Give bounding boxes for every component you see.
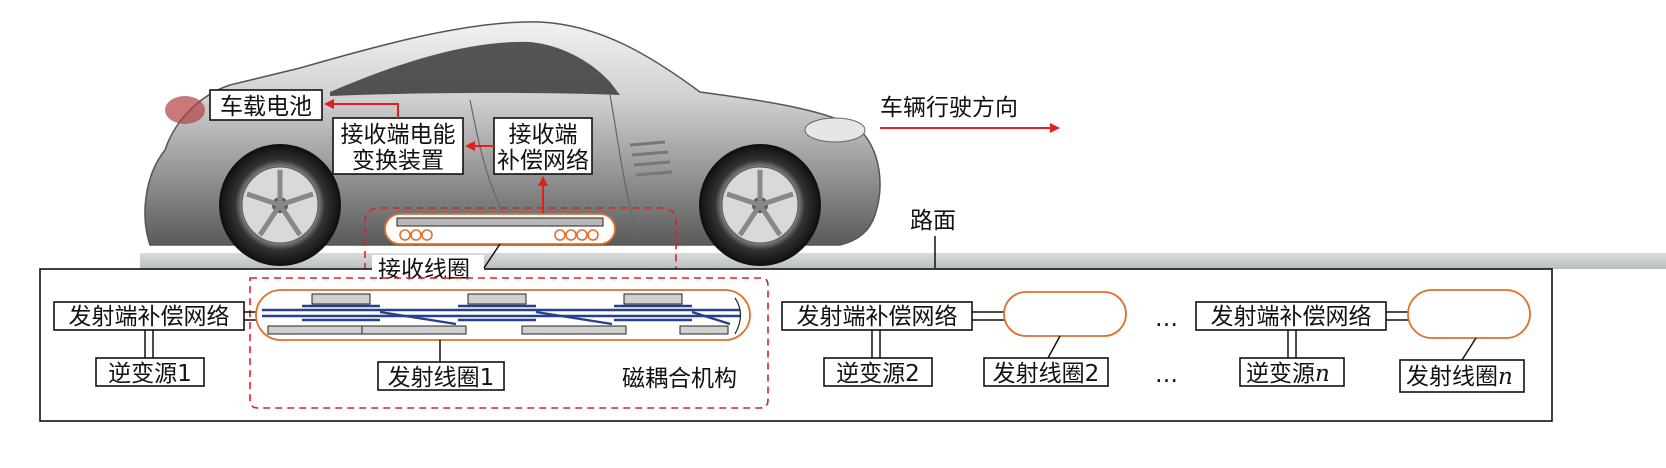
tx-coil-1-windings (262, 304, 740, 326)
receiver-coil-pad (384, 213, 616, 245)
tx-coil-n-shape (1407, 289, 1531, 339)
inverter-2-label: 逆变源2 (836, 361, 920, 387)
receiver-coil-label: 接收线圈 (378, 257, 470, 283)
inverter-n-label: 逆变源n (1246, 361, 1330, 387)
receiver-compensation-box: 接收端 补偿网络 (493, 117, 593, 175)
tx-coil-n-label: 发射线圈n (1406, 364, 1513, 390)
tx-coil-1-label: 发射线圈1 (388, 365, 495, 391)
ellipsis-bottom: … (1155, 362, 1178, 388)
receiver-comp-label-2: 补偿网络 (497, 148, 589, 174)
ellipsis-top: … (1155, 306, 1178, 332)
direction-label: 车辆行驶方向 (880, 95, 1018, 121)
tx-coil-2-shape (1003, 291, 1127, 337)
receiver-converter-box: 接收端电能 变换装置 (332, 117, 464, 175)
tx-comp-1-label: 发射端补偿网络 (69, 304, 230, 330)
road-bed-enclosure (39, 268, 1553, 422)
tx-section-1: 发射端补偿网络 逆变源1 (53, 301, 260, 387)
tx-section-n: 发射端补偿网络 逆变源n 发射线圈n (1195, 289, 1531, 393)
tx-section-2: 发射端补偿网络 逆变源2 发射线圈2 (781, 291, 1127, 387)
road-surface (140, 253, 1666, 269)
receiver-dashed-outline (364, 207, 760, 271)
receiver-coil-windings-left (399, 229, 433, 241)
receiver-coil-label-group: 接收线圈 (372, 243, 501, 283)
battery-label: 车载电池 (220, 94, 312, 120)
receiver-converter-label-1: 接收端电能 (341, 122, 456, 148)
receiver-converter-label-2: 变换装置 (352, 148, 444, 174)
tx-coil-2-label: 发射线圈2 (993, 361, 1100, 387)
tx-comp-2-label: 发射端补偿网络 (797, 304, 958, 330)
battery-box: 车载电池 (209, 89, 323, 121)
receiver-comp-label-1: 接收端 (509, 122, 578, 148)
tx-coil-1-core-pads (267, 293, 729, 335)
receiver-coil-windings-right (554, 229, 599, 241)
inverter-1-label: 逆变源1 (108, 361, 192, 387)
magnetic-mechanism-label: 磁耦合机构 (622, 366, 737, 392)
road-label: 路面 (910, 208, 956, 234)
tx-coil-1-label-group: 发射线圈1 (377, 340, 505, 391)
arrow-to-battery (324, 99, 399, 118)
tx-comp-n-label: 发射端补偿网络 (1211, 304, 1372, 330)
tx-coil-1-track (255, 289, 751, 341)
magnetic-coupling-boundary (249, 277, 769, 409)
